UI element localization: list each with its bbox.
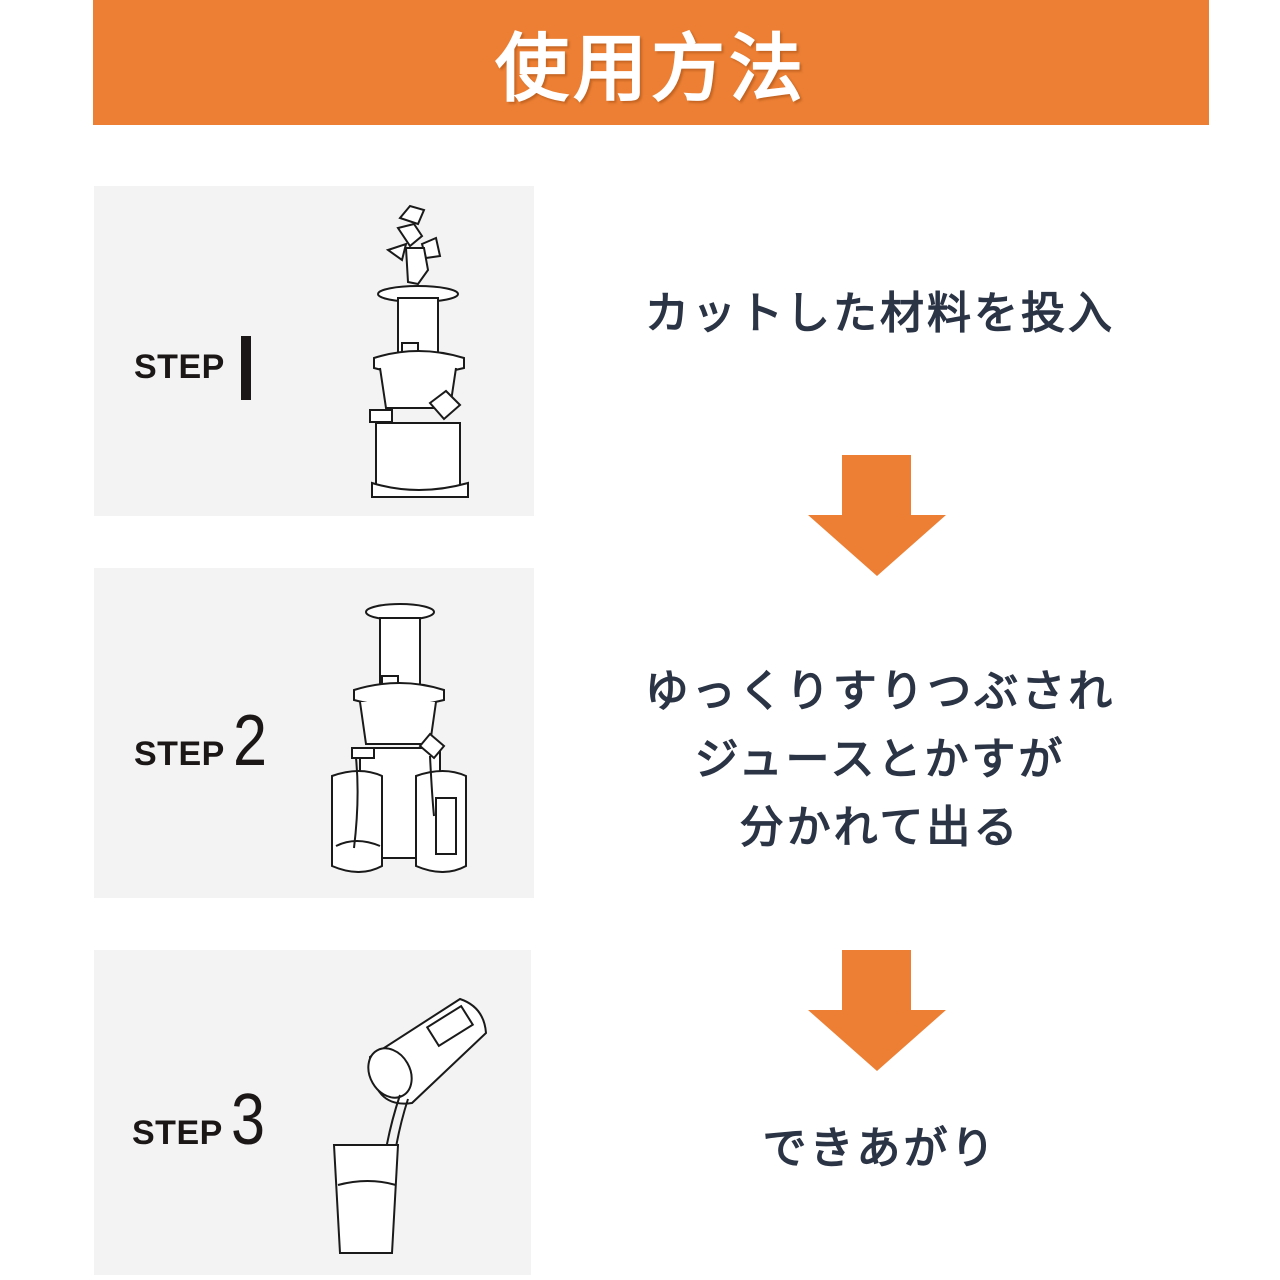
step-2-description: ゆっくりすりつぶされ ジュースとかすが 分かれて出る	[560, 658, 1200, 862]
step-1-description: カットした材料を投入	[645, 288, 1115, 339]
step-1-label: STEP	[134, 336, 251, 400]
step-2-label: STEP 2	[134, 701, 273, 781]
page-title: 使用方法	[495, 26, 807, 112]
header-banner: 使用方法	[93, 0, 1209, 125]
step-number-3: 3	[230, 1080, 265, 1160]
step-number-1	[240, 336, 251, 400]
step-2-panel: STEP 2	[94, 568, 534, 898]
step-2-line-1: ゆっくりすりつぶされ	[644, 666, 1116, 717]
pouring-juice-glass-icon	[332, 997, 488, 1254]
arrow-down-icon	[808, 455, 946, 576]
step-word: STEP	[134, 348, 225, 386]
arrow-down-icon	[808, 950, 946, 1071]
step-3-panel: STEP 3	[94, 950, 531, 1275]
step-number-2: 2	[232, 701, 267, 781]
step-word: STEP	[132, 1113, 223, 1152]
step-word: STEP	[134, 734, 225, 773]
step-1-panel: STEP	[94, 186, 534, 516]
step-3-label: STEP 3	[132, 1080, 271, 1160]
juicer-adding-ingredients-icon	[369, 204, 469, 498]
step-2-line-3: 分かれて出る	[739, 802, 1021, 853]
step-2-line-2: ジュースとかすが	[694, 734, 1066, 785]
step-3-description: できあがり	[762, 1123, 998, 1174]
juicer-separating-juice-pulp-icon	[331, 603, 467, 873]
